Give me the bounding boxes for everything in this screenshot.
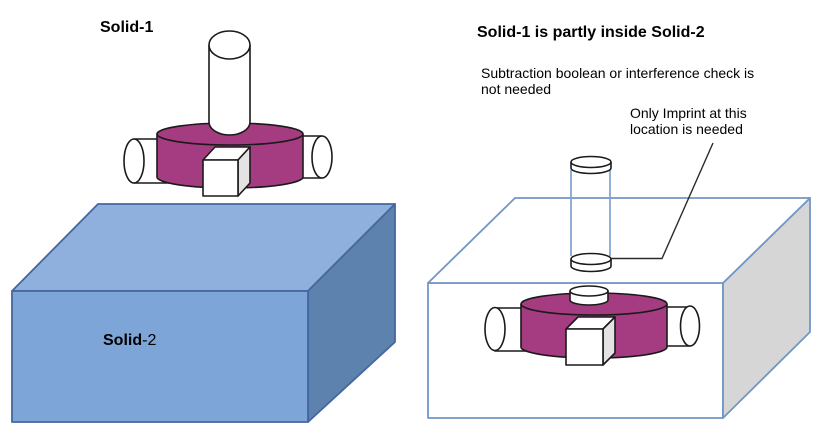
solid2-box: [11, 203, 396, 423]
side-cylinder-right-cap: [311, 135, 333, 179]
inside-side-cylinder-left-cap: [484, 306, 506, 352]
transparent-box-top-face: [427, 197, 811, 284]
key-cube-front-face: [202, 159, 239, 197]
inside-side-cylinder-right-cap: [679, 305, 701, 347]
imprint-washer: [570, 252, 612, 273]
inside-key-cube-front-face: [565, 328, 604, 366]
protruding-cylinder: [570, 170, 611, 256]
vertical-cylinder-body: [208, 45, 251, 136]
subtraction-note: Subtraction boolean or interference chec…: [481, 65, 755, 97]
cylinder-top-washer: [570, 155, 612, 175]
solid1-label: Solid-1: [100, 19, 154, 36]
right-diagram-title: Solid-1 is partly inside Solid-2: [477, 24, 705, 41]
imprint-note: Only Imprint at this location is needed: [630, 105, 747, 137]
solid2-box-front-face: [11, 290, 309, 423]
vertical-cylinder-top: [208, 30, 251, 60]
top-washer-top: [570, 155, 612, 169]
solid2-label-bold-part: Solid: [103, 332, 143, 349]
solid1-assembly-inside: [484, 285, 701, 366]
imprint-washer-top: [570, 252, 612, 266]
leader-line: [611, 142, 714, 260]
solid2-label-suffix: -2: [142, 332, 157, 349]
side-cylinder-left-cap: [123, 138, 145, 184]
solid1-assembly: [123, 30, 333, 197]
solid2-label: Solid-2: [103, 332, 156, 350]
cylinder-stub-top: [569, 285, 609, 297]
